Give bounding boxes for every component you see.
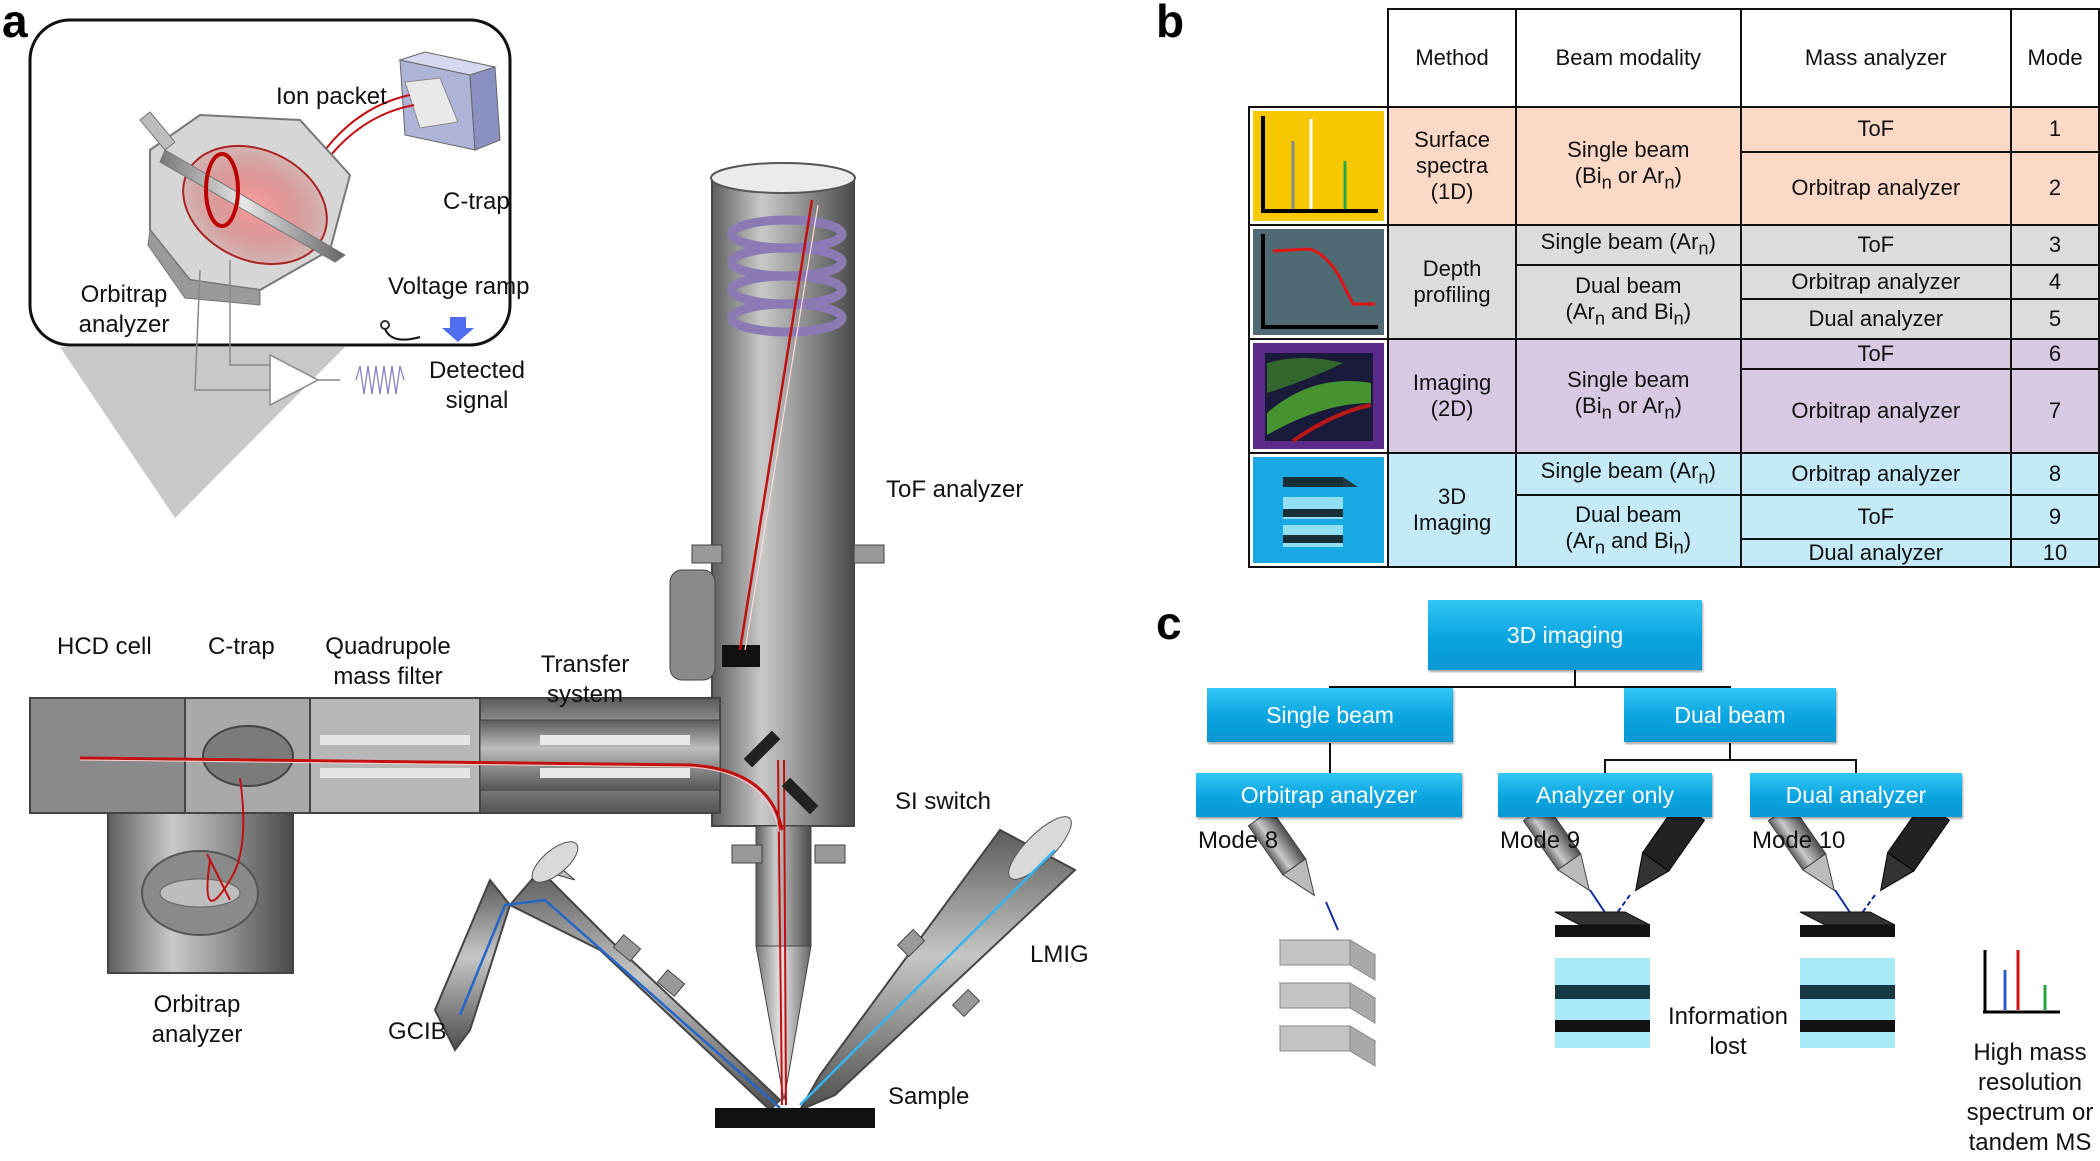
mode-cell: 5 (2010, 298, 2100, 340)
gray-layer-stack (1278, 939, 1377, 1067)
beam-cell: Single beam (Bin or Arn) (1515, 338, 1742, 454)
beam-cell: Single beam (Arn) (1515, 224, 1742, 266)
mode-cell: 2 (2010, 150, 2100, 227)
beam-cell: Single beam (Bin or Arn) (1515, 106, 1742, 226)
label-gcib: GCIB (388, 1018, 447, 1045)
thumb-depth-profiling (1248, 224, 1389, 340)
label-voltage-ramp: Voltage ramp (388, 273, 530, 300)
mode10-illustration (1767, 801, 1951, 1048)
header-beam: Beam modality (1515, 8, 1742, 108)
label-c-trap: C-trap (208, 633, 275, 660)
node-3d-imaging: 3D imaging (1428, 600, 1702, 670)
beam-cell: Dual beam (Arn and Bin) (1515, 494, 1742, 568)
tree-connectors (1247, 670, 2060, 1067)
analyzer-cell: ToF (1739, 224, 2013, 266)
label-quadrupole: Quadrupole mass filter (325, 633, 451, 690)
mode-cell: 4 (2010, 264, 2100, 300)
mini-spectrum-icon (1983, 950, 2060, 1014)
tof-column (669, 162, 885, 1106)
beam-cell: Dual beam (Arn and Bin) (1515, 264, 1742, 340)
method-cell: 3D Imaging (1386, 452, 1518, 568)
node-dual-beam: Dual beam (1624, 688, 1836, 742)
method-cell: Depth profiling (1386, 224, 1518, 340)
analyzer-cell: ToF (1739, 494, 2013, 540)
method-cell: Surface spectra (1D) (1386, 106, 1518, 226)
node-dual-analyzer: Dual analyzer (1750, 773, 1962, 817)
label-mode8: Mode 8 (1198, 827, 1279, 854)
mode-cell: 8 (2010, 452, 2100, 496)
analyzer-cell: Dual analyzer (1739, 538, 2013, 568)
mode-cell: 1 (2010, 106, 2100, 153)
thumb-surface-spectra (1248, 106, 1389, 226)
c-trap-3d-icon (398, 51, 501, 151)
label-information-lost: Information lost (1667, 1003, 1789, 1060)
label-inset-orbitrap: Orbitrap analyzer (78, 281, 170, 338)
label-hcd-cell: HCD cell (57, 633, 152, 660)
label-inset-c-trap: C-trap (443, 188, 510, 215)
instrument-schematic (28, 18, 1077, 1128)
amplifier-icon (269, 353, 320, 407)
label-tof-analyzer: ToF analyzer (886, 476, 1024, 503)
beam-cell: Single beam (Arn) (1515, 452, 1742, 496)
header-analyzer: Mass analyzer (1739, 8, 2013, 108)
horizontal-assembly (29, 697, 819, 974)
node-orbitrap-analyzer: Orbitrap analyzer (1196, 773, 1462, 817)
label-orbitrap-analyzer: Orbitrap analyzer (151, 991, 243, 1048)
mode-cell: 10 (2010, 538, 2100, 568)
mode-cell: 7 (2010, 367, 2100, 455)
analyzer-cell: ToF (1739, 338, 2013, 370)
lmig-gun (797, 816, 1077, 1113)
label-ion-packet: Ion packet (276, 83, 387, 110)
mode8-illustration (1247, 808, 1377, 1067)
panel-c-label: c (1156, 597, 1182, 649)
thumb-imaging-2d (1248, 338, 1389, 454)
modes-table: Method Beam modality Mass analyzer Mode … (1248, 8, 2100, 568)
node-single-beam: Single beam (1207, 688, 1453, 742)
header-method: Method (1386, 8, 1518, 108)
sample-stage (715, 1108, 875, 1128)
label-lmig: LMIG (1030, 941, 1089, 968)
label-detected-signal: Detected signal (428, 357, 526, 414)
mode-cell: 9 (2010, 494, 2100, 540)
label-mode10: Mode 10 (1752, 827, 1846, 854)
analyzer-cell: Dual analyzer (1739, 298, 2013, 340)
analyzer-cell: Orbitrap analyzer (1739, 367, 2013, 455)
mode-cell: 3 (2010, 224, 2100, 266)
label-si-switch: SI switch (895, 788, 992, 815)
mode9-illustration (1522, 801, 1706, 1048)
thumb-3d-imaging (1248, 452, 1389, 568)
table-header-row: Method Beam modality Mass analyzer Mode (1249, 8, 2100, 108)
analyzer-cell: Orbitrap analyzer (1739, 264, 2013, 300)
analyzer-cell: ToF (1739, 106, 2013, 153)
label-transfer-system: Transfer system (540, 651, 630, 708)
label-sample: Sample (888, 1083, 970, 1110)
method-cell: Imaging (2D) (1386, 338, 1518, 454)
orbitrap-3d-icon (139, 111, 390, 330)
signal-wave-icon (355, 365, 405, 395)
analyzer-cell: Orbitrap analyzer (1739, 150, 2013, 227)
mode-cell: 6 (2010, 338, 2100, 370)
panel-a-label: a (2, 0, 28, 47)
voltage-ramp-arrow (442, 317, 474, 342)
analyzer-cell: Orbitrap analyzer (1739, 452, 2013, 496)
header-mode: Mode (2010, 8, 2100, 108)
panel-b-label: b (1156, 0, 1185, 47)
label-high-mass-resolution: High mass resolution spectrum or tandem … (1966, 1039, 2094, 1156)
node-analyzer-only: Analyzer only (1498, 773, 1712, 817)
label-mode9: Mode 9 (1500, 827, 1581, 854)
gcib-gun (433, 841, 782, 1112)
